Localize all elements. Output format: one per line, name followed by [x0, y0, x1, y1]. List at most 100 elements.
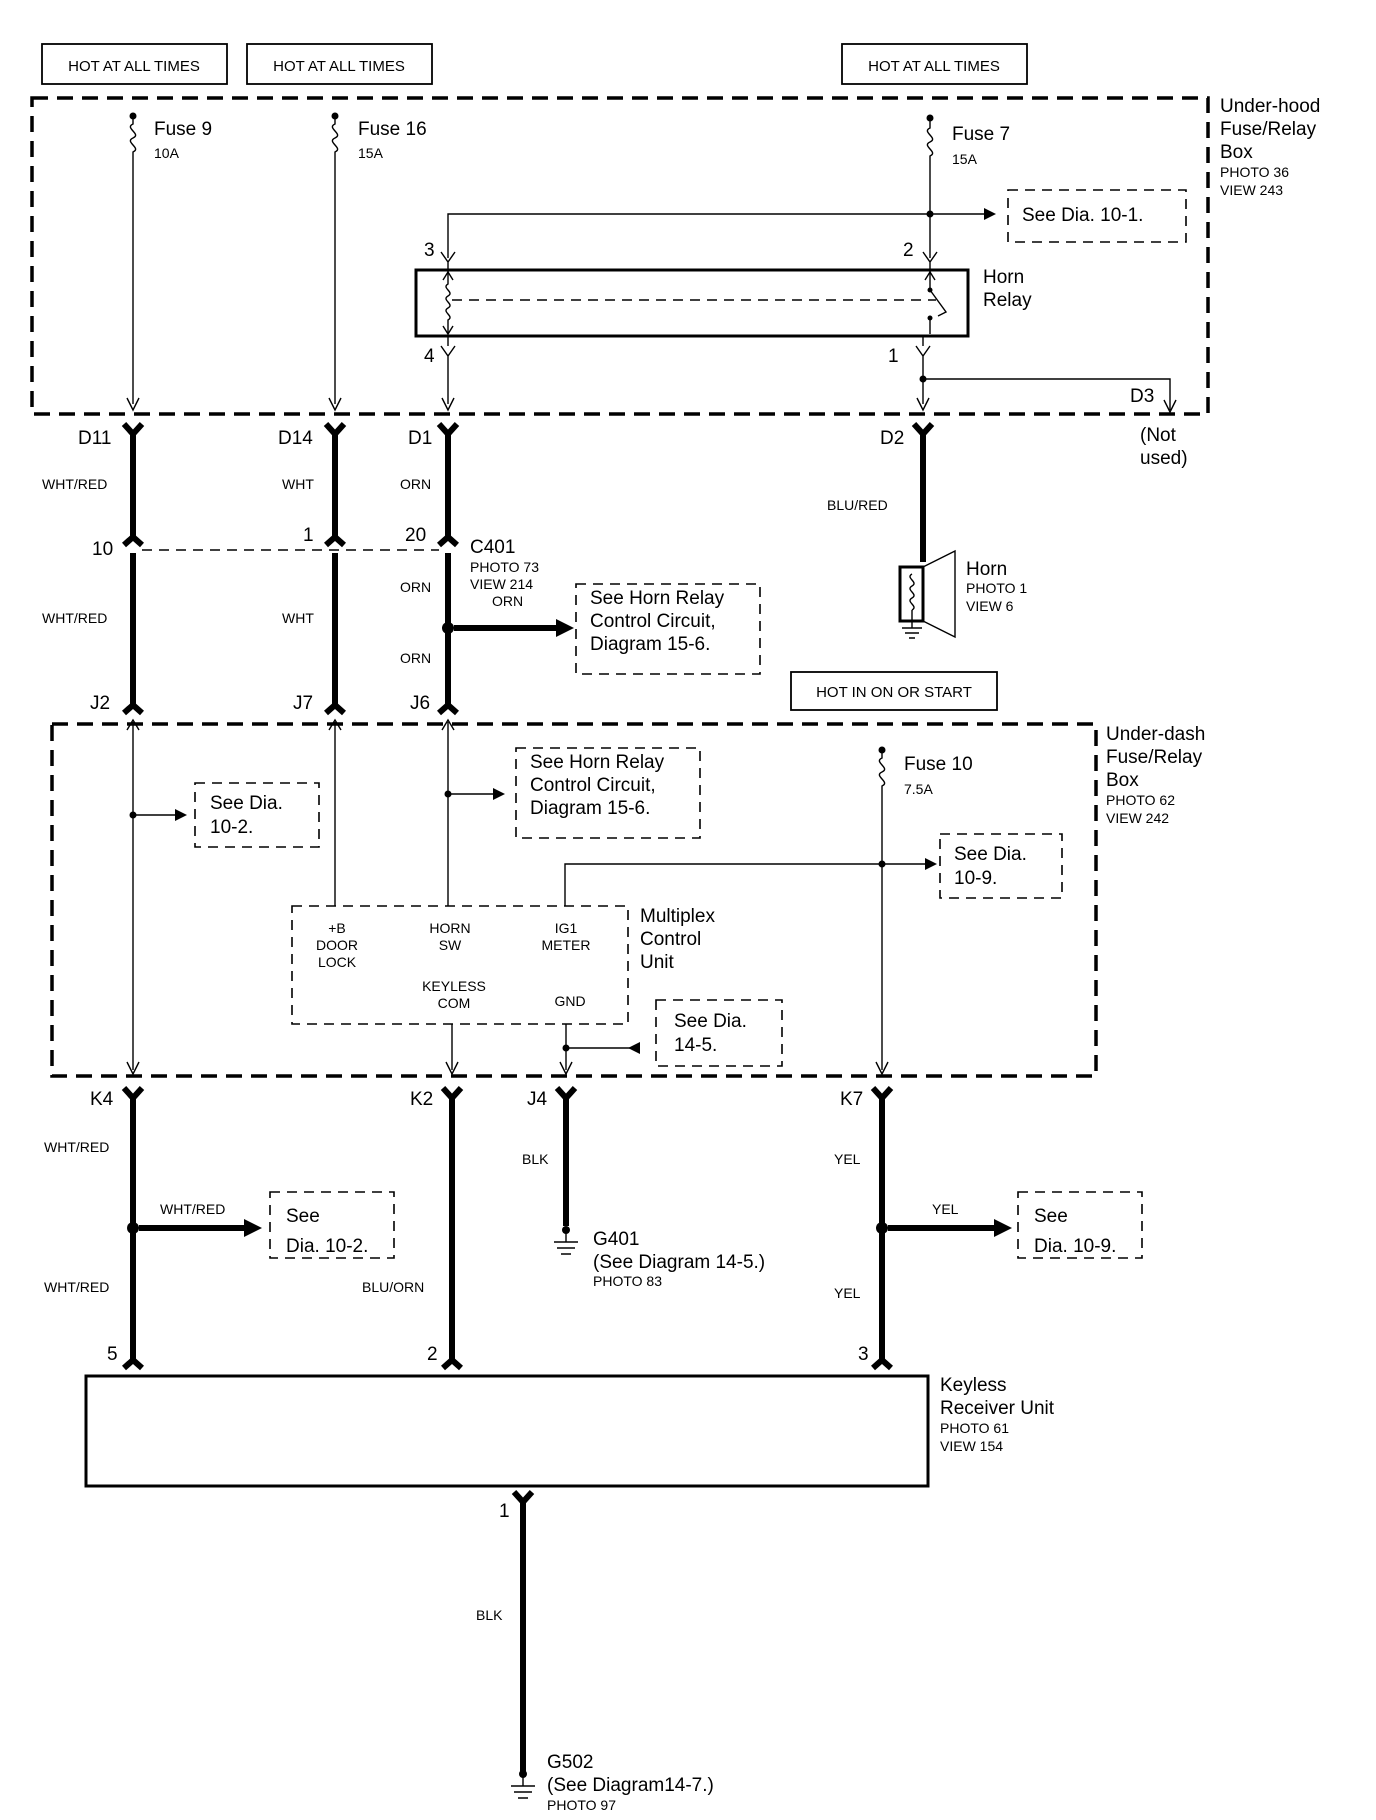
underdash-view: VIEW 242	[1106, 810, 1169, 826]
conn-d1: D1	[408, 428, 432, 449]
see-horn-relay-1b: Control Circuit,	[590, 611, 716, 632]
fuse-7-amp: 15A	[952, 151, 978, 167]
see-dia-10-2-lower-a: See	[286, 1206, 320, 1227]
underdash-title-2: Fuse/Relay	[1106, 747, 1203, 768]
underhood-photo: PHOTO 36	[1220, 164, 1289, 180]
underhood-view: VIEW 243	[1220, 182, 1283, 198]
conn-j6: J6	[410, 693, 430, 714]
see-dia-14-5-a: See Dia.	[674, 1011, 747, 1032]
wire-label-5: WHT/RED	[42, 610, 107, 626]
wire-label-4: BLU/RED	[827, 497, 888, 513]
horn-name: Horn	[966, 559, 1007, 580]
g502-see: (See Diagram14-7.)	[547, 1775, 714, 1796]
conn-d2: D2	[880, 428, 904, 449]
multiplex-control-unit	[291, 905, 629, 1025]
relay-switch-arrow	[924, 270, 936, 281]
hot-label-2: HOT AT ALL TIMES	[273, 58, 405, 75]
see-horn-relay-1a: See Horn Relay	[590, 588, 725, 609]
mcu-ig1-1: IG1	[555, 920, 578, 936]
mcu-b-3: LOCK	[318, 954, 357, 970]
mcu-b-2: DOOR	[316, 937, 358, 953]
wire-label-8: ORN	[400, 650, 431, 666]
horn-relay-label-2: Relay	[983, 290, 1032, 311]
hot-label-box-3	[841, 43, 1028, 85]
wire-wht-upper	[323, 421, 347, 716]
fuse-10-label: Fuse 10	[904, 754, 973, 775]
receiver-pin-2: 2	[427, 1344, 438, 1365]
wire-label-9: WHT/RED	[44, 1139, 109, 1155]
conn-k2: K2	[410, 1089, 433, 1110]
see-dia-10-2-b: 10-2.	[210, 817, 253, 838]
c401-pin-20: 20	[405, 525, 426, 546]
receiver-pin-5: 5	[107, 1344, 118, 1365]
see-dia-10-9-box-2	[1017, 1191, 1143, 1259]
wire-label-15: YEL	[932, 1201, 959, 1217]
d3-label: D3	[1130, 386, 1154, 407]
c401-pin-1: 1	[303, 525, 314, 546]
see-dia-10-9-lower-b: Dia. 10-9.	[1034, 1236, 1116, 1257]
underdash-fuse-relay-box	[50, 722, 1098, 1078]
horn-relay-label-1: Horn	[983, 267, 1024, 288]
c401-name: C401	[470, 537, 515, 558]
wire-blk-g401	[554, 1085, 578, 1226]
c401-pin-10: 10	[92, 539, 113, 560]
ground-icon-g401	[554, 1226, 578, 1255]
underdash-photo: PHOTO 62	[1106, 792, 1175, 808]
see-dia-10-2-box-1	[194, 782, 320, 848]
conn-j4: J4	[527, 1089, 548, 1110]
conn-k4: K4	[90, 1089, 114, 1110]
fuse-10	[875, 746, 889, 1076]
wire-label-12: BLU/ORN	[362, 1279, 424, 1295]
see-dia-10-1-box	[1007, 189, 1187, 243]
receiver-pin-1: 1	[499, 1501, 510, 1522]
wire-ig1-meter	[564, 863, 926, 906]
relay-coil-arrows	[442, 270, 454, 336]
fuse-9-amp: 10A	[154, 145, 180, 161]
keyless-view: VIEW 154	[940, 1438, 1003, 1454]
see-dia-10-9-b: 10-9.	[954, 868, 997, 889]
g401-name: G401	[593, 1229, 639, 1250]
horn-icon	[898, 549, 956, 639]
hot-label-box-1	[41, 43, 228, 85]
relay-switch-blade	[929, 289, 948, 317]
wire-label-10: WHT/RED	[44, 1279, 109, 1295]
wire-label-6: WHT	[282, 610, 314, 626]
splice-wht-red	[127, 1222, 139, 1234]
g401-photo: PHOTO 83	[593, 1273, 662, 1289]
see-dia-10-9-box-1	[939, 833, 1063, 899]
c401-photo: PHOTO 73	[470, 559, 539, 575]
relay-coil	[445, 272, 451, 334]
relay-pin-4: 4	[424, 346, 435, 367]
underdash-title-1: Under-dash	[1106, 724, 1205, 745]
mcu-ig1-2: METER	[542, 937, 591, 953]
g401-see: (See Diagram 14-5.)	[593, 1252, 765, 1273]
relay-pin-2-fork	[922, 251, 938, 272]
wire-label-17: BLK	[476, 1607, 503, 1623]
fuse-16	[328, 112, 342, 412]
splice-orn	[442, 622, 454, 634]
see-dia-10-2-lower-b: Dia. 10-2.	[286, 1236, 368, 1257]
c401-orn: ORN	[492, 593, 523, 609]
wire-label-13: BLK	[522, 1151, 549, 1167]
keyless-photo: PHOTO 61	[940, 1420, 1009, 1436]
relay-pin-3: 3	[424, 240, 435, 261]
horn-relay	[414, 268, 970, 338]
wire-blu-orn-lower	[440, 1085, 464, 1371]
underhood-fuse-relay-box	[30, 96, 1210, 416]
fuse-9	[126, 112, 140, 412]
hot-label-box-4	[790, 671, 998, 711]
wire-orn-upper	[436, 421, 460, 716]
wire-d3	[923, 378, 1171, 410]
see-horn-relay-2a: See Horn Relay	[530, 752, 665, 773]
fuse-16-label: Fuse 16	[358, 119, 427, 140]
wire-blu-red-horn	[911, 421, 935, 562]
see-dia-10-1: See Dia. 10-1.	[1022, 205, 1143, 226]
wire-label-1: WHT/RED	[42, 476, 107, 492]
conn-d14: D14	[278, 428, 313, 449]
see-dia-10-2-box-2	[269, 1191, 395, 1259]
relay-pin-4-fork	[440, 336, 456, 404]
relay-pin-2: 2	[903, 240, 914, 261]
g502-name: G502	[547, 1752, 593, 1773]
see-dia-10-9-a: See Dia.	[954, 844, 1027, 865]
